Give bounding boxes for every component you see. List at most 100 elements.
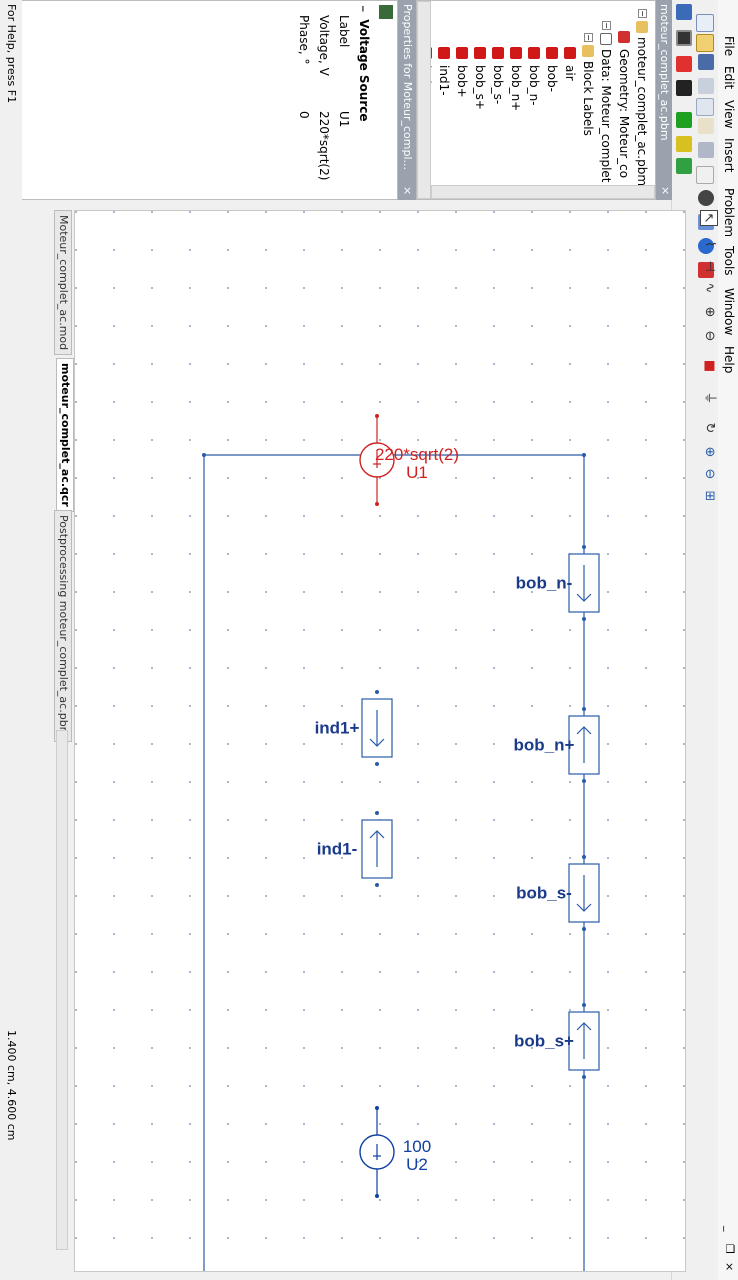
close-icon[interactable]: × [723,1262,736,1272]
property-value: 0 [297,111,311,119]
section-title: Voltage Source [357,19,371,122]
print-icon[interactable] [698,142,714,158]
select-arrow-icon[interactable]: ↖ [700,210,718,226]
terminal-node [375,883,379,887]
block-label-icon [438,47,450,59]
tree-vscrollbar[interactable] [431,185,655,199]
circuit-drawing: bob_n-bob_n+bob_s-bob_s+ind1+ind1-220*sq… [74,211,685,1272]
terminal-node [582,779,586,783]
property-row[interactable]: Phase, ° 0 [295,15,313,195]
tab-model[interactable]: Moteur_complet_ac.mod [54,210,72,356]
tab-circuit[interactable]: moteur_complet_ac.qcr [56,358,74,512]
model-icon[interactable] [676,56,692,72]
collapse-icon[interactable]: − [602,21,611,30]
terminal-node [375,762,379,766]
terminal-node [375,811,379,815]
inductor-icon[interactable]: ∿ [702,282,717,294]
collapse-icon[interactable]: − [584,33,593,42]
project-tab-bar: moteur_complet_ac.pbm × [656,0,672,200]
properties-tab-bar: Properties for Moteur_compl... × [398,0,416,200]
zoom-out-icon[interactable]: ⊖ [702,468,717,480]
close-icon[interactable]: × [401,186,414,196]
block-label-icon [456,47,468,59]
ground-icon[interactable]: ⏚ [702,391,717,405]
document-tabs: Moteur_complet_ac.mod moteur_complet_ac.… [52,210,74,1272]
play-icon[interactable] [676,112,692,128]
menu-file[interactable]: File [722,36,736,57]
component-0-label: bob_n- [516,574,573,593]
settings-icon[interactable] [698,190,714,206]
new-file-icon[interactable] [696,14,714,32]
open-folder-icon[interactable] [696,34,714,52]
tree-block-label: bob- [545,65,559,92]
cut-icon[interactable] [698,78,714,94]
zoom-fit-icon[interactable]: ⊞ [702,490,717,502]
tab-postprocessing[interactable]: Postprocessing moteur_complet_ac.pbm [54,510,72,743]
status-help: For Help, press F1 [5,4,18,104]
circuit-canvas[interactable]: bob_n-bob_n+bob_s-bob_s+ind1+ind1-220*sq… [74,210,686,1272]
property-row[interactable]: Label U1 [335,15,353,195]
property-name: Phase, ° [297,15,311,65]
status-bar: For Help, press F1 1.400 cm, 4.600 cm [0,0,22,1280]
property-value: 220*sqrt(2) [317,111,331,181]
zoom-in-icon[interactable]: ⊕ [702,446,717,458]
restore-icon[interactable]: ❐ [723,1244,736,1254]
terminal-node [582,707,586,711]
block-label-icon [492,47,504,59]
menu-window[interactable]: Window [722,288,736,336]
block-label-icon [474,47,486,59]
geometry-icon [618,31,630,43]
circuit-toolbar: ↖ ⌇ ⊣ ∿ ⊕ ⊖ ■ ⏚ ↻ ⊕ ⊖ ⊞ [696,206,720,506]
field-icon[interactable] [676,136,692,152]
mesh-icon[interactable] [676,80,692,96]
folder-icon [636,21,648,33]
close-icon[interactable]: × [659,186,672,196]
grid-icon [600,33,612,45]
frame-icon[interactable] [676,30,692,46]
property-row[interactable]: Voltage, V 220*sqrt(2) [315,15,333,195]
menu-problem[interactable]: Problem [722,188,736,238]
rotate-icon[interactable]: ↻ [702,422,717,434]
copy-icon[interactable] [696,98,714,116]
block-label-icon [510,47,522,59]
properties-tab[interactable]: Properties for Moteur_compl... [401,4,414,171]
tree-block-label: air [563,65,577,81]
status-coords: 1.400 cm, 4.600 cm [5,1030,18,1141]
source-u1-label: U1 [406,463,428,482]
current-arrow-head [576,593,592,602]
project-tab[interactable]: moteur_complet_ac.pbm [658,4,671,141]
capacitor-icon[interactable]: ⊣ [702,260,717,272]
tree-root-label: moteur_complet_ac.pbm [635,37,649,187]
tree-hscrollbar[interactable] [417,1,431,199]
tree-geometry-label: Geometry: Moteur_co [617,49,631,179]
tree-block-label: bob_n+ [509,65,523,112]
block-icon[interactable]: ■ [702,359,717,373]
menu-help[interactable]: Help [722,346,736,374]
result-icon[interactable] [676,158,692,174]
current-source-icon[interactable]: ⊖ [702,330,717,342]
menu-edit[interactable]: Edit [722,66,736,90]
property-name: Voltage, V [317,15,331,76]
component-2-label: bob_s- [516,884,572,903]
voltage-source-icon[interactable]: ⊕ [702,306,717,318]
menu-insert[interactable]: Insert [722,138,736,173]
terminal-node [582,1075,586,1079]
minimize-icon[interactable]: _ [723,1226,736,1232]
window-icon[interactable] [676,4,692,20]
source-u2-label: U2 [406,1155,428,1174]
terminal-node [582,1003,586,1007]
menu-view[interactable]: View [722,100,736,129]
menu-tools[interactable]: Tools [722,246,736,276]
wire-node [582,453,586,457]
current-arrow-head [369,830,385,839]
save-icon[interactable] [698,54,714,70]
property-value: U1 [337,111,351,128]
canvas-hscrollbar[interactable] [56,730,68,1250]
resistor-icon[interactable]: ⌇ [702,240,717,248]
categorized-icon[interactable] [379,5,393,19]
paste-icon[interactable] [698,118,714,134]
terminal-node [582,545,586,549]
section-header[interactable]: − Voltage Source [357,5,371,122]
help-pointer-icon[interactable] [696,166,714,184]
collapse-icon[interactable]: − [638,9,647,18]
